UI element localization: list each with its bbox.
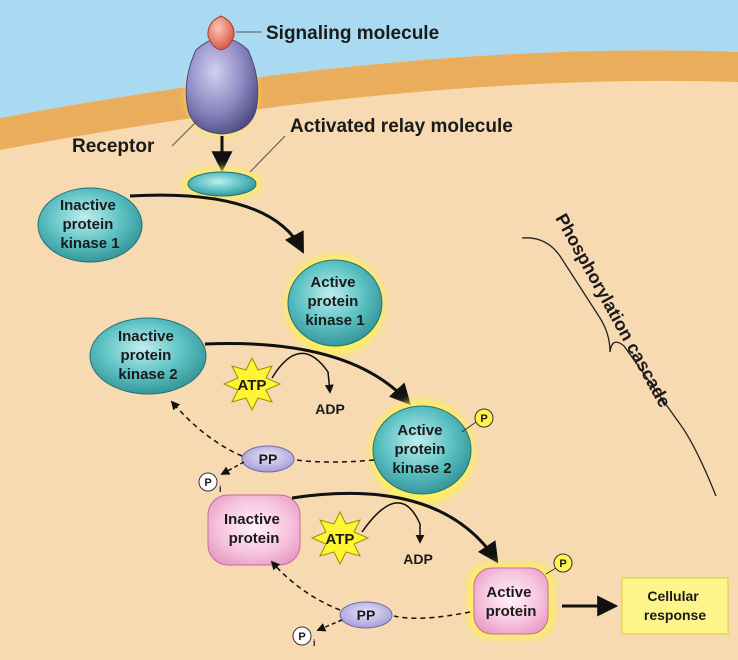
inactive-kinase-2: Inactive protein kinase 2 bbox=[89, 317, 207, 395]
active-kinase-1-line-1: Active bbox=[310, 274, 355, 291]
pi-2-i-label: i bbox=[313, 638, 316, 648]
adp-label-1: ADP bbox=[315, 401, 345, 417]
relay-leader bbox=[249, 135, 286, 173]
active-protein: Active protein bbox=[468, 564, 554, 638]
inactive-kinase-2-line-1: Inactive bbox=[118, 328, 174, 345]
kinase-2-activation-arrow bbox=[204, 342, 411, 406]
phosphate-tag-line-2 bbox=[545, 567, 557, 575]
active-kinase-2-line-2: protein bbox=[394, 441, 445, 458]
pp-phosphatase-1: PP bbox=[241, 445, 295, 473]
extracellular-space bbox=[0, 0, 738, 118]
receptor-label: Receptor bbox=[72, 136, 155, 157]
atp-adp-arrow-1 bbox=[271, 352, 334, 394]
atp-label-2: ATP bbox=[326, 531, 355, 548]
active-kinase-1-line-2: protein bbox=[307, 293, 358, 310]
active-protein-line-2: protein bbox=[486, 603, 537, 620]
receptor bbox=[185, 37, 259, 137]
inactive-kinase-1: Inactive protein kinase 1 bbox=[37, 187, 143, 263]
pi-release-1: P i bbox=[198, 472, 222, 494]
receptor-leader bbox=[171, 119, 199, 147]
phosphate-tag-protein-label: P bbox=[559, 558, 566, 570]
pp-phosphatase-2: PP bbox=[339, 601, 393, 629]
phosphate-tag-kinase-2: P bbox=[474, 408, 494, 428]
pp-label-1: PP bbox=[259, 451, 278, 467]
atp-starburst-2: ATP bbox=[310, 510, 370, 566]
cellular-response-line-2: response bbox=[644, 607, 706, 623]
phosphate-tag-line-1 bbox=[461, 421, 477, 433]
inactive-protein: Inactive protein bbox=[207, 494, 301, 566]
active-protein-line-1: Active bbox=[486, 584, 531, 601]
active-kinase-1-line-3: kinase 1 bbox=[305, 312, 364, 329]
activated-relay-molecule bbox=[182, 168, 262, 200]
inactive-protein-line-1: Inactive bbox=[224, 511, 280, 528]
active-kinase-2-line-1: Active bbox=[397, 422, 442, 439]
cascade-brace bbox=[521, 237, 717, 497]
phosphate-tag-protein: P bbox=[553, 553, 573, 573]
adp-label-2: ADP bbox=[403, 551, 433, 567]
protein-activation-arrow bbox=[291, 491, 499, 564]
active-kinase-2-line-3: kinase 2 bbox=[392, 460, 451, 477]
pp-to-pi-arrow-2 bbox=[316, 619, 343, 632]
signaling-molecule bbox=[207, 15, 235, 51]
inactive-kinase-1-line-1: Inactive bbox=[60, 197, 116, 214]
active-kinase-2: Active protein kinase 2 bbox=[370, 400, 474, 504]
phosphate-tag-kinase-2-label: P bbox=[480, 413, 487, 425]
svg-text:Inactive protein k: Inactive protein kinase 2 bbox=[118, 328, 178, 383]
inactive-kinase-1-line-2: protein bbox=[62, 216, 113, 233]
cellular-response-box: Cellular response bbox=[621, 577, 729, 635]
svg-text:Active protein: Active protein bbox=[486, 584, 537, 620]
pi-release-2: P i bbox=[292, 626, 316, 648]
plasma-membrane bbox=[0, 50, 738, 150]
atp-starburst-1: ATP bbox=[222, 356, 282, 412]
active-kinase-1: Active protein kinase 1 bbox=[285, 255, 385, 355]
inactive-kinase-2-line-2: protein bbox=[120, 347, 171, 364]
svg-text:Inactive protein: Inactive protein bbox=[224, 511, 284, 547]
atp-label-1: ATP bbox=[238, 377, 267, 394]
svg-text:Inactive protein k: Inactive protein kinase 1 bbox=[60, 197, 120, 252]
svg-text:Active protein kin: Active protein kinase 1 bbox=[305, 274, 364, 329]
pi-1-p-label: P bbox=[204, 477, 211, 489]
svg-text:Active protein kin: Active protein kinase 2 bbox=[392, 422, 451, 477]
signaling-molecule-label: Signaling molecule bbox=[266, 23, 439, 44]
svg-text:Cellular response: Cellular response bbox=[644, 588, 706, 623]
cellular-response-line-1: Cellular bbox=[647, 588, 699, 604]
activated-relay-label: Activated relay molecule bbox=[290, 116, 513, 137]
atp-adp-arrow-2 bbox=[361, 502, 425, 544]
pp-to-inactive-protein-arrow bbox=[270, 560, 341, 611]
pp-label-2: PP bbox=[357, 607, 376, 623]
pi-2-p-label: P bbox=[298, 631, 305, 643]
inactive-protein-line-2: protein bbox=[229, 530, 280, 547]
inactive-kinase-2-line-3: kinase 2 bbox=[118, 366, 177, 383]
inactive-kinase-1-line-3: kinase 1 bbox=[60, 235, 119, 252]
pi-1-i-label: i bbox=[219, 484, 222, 494]
kinase-1-activation-arrow bbox=[129, 193, 304, 254]
